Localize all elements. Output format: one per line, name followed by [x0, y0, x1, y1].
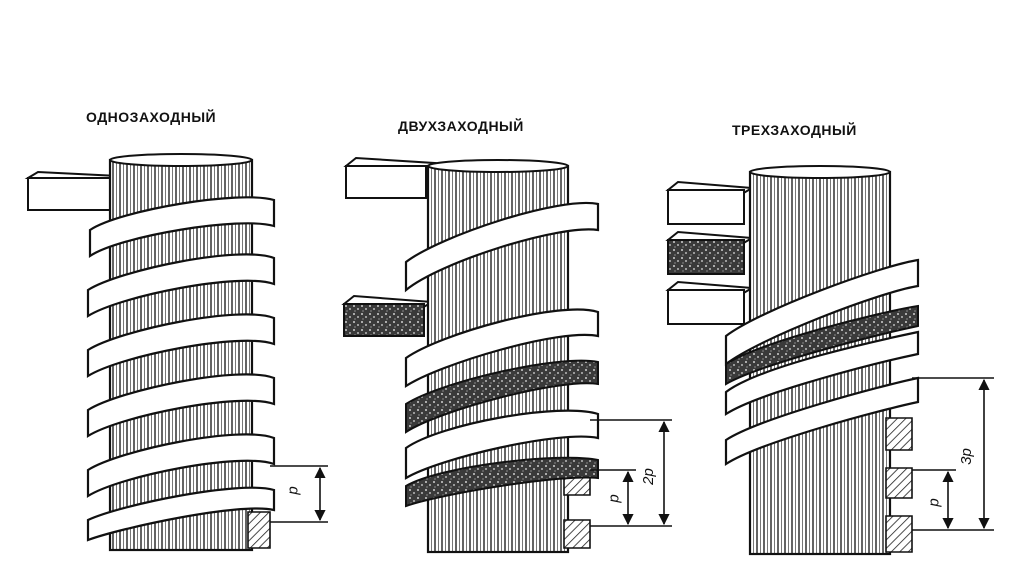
lead-label-double: 2p [639, 468, 657, 485]
thread-section [885, 417, 913, 451]
pitch-label-triple: p [925, 498, 943, 507]
single-start-screw [24, 153, 328, 552]
helix-turns [724, 258, 920, 467]
lead-dimension [590, 419, 672, 527]
feed-bars [665, 180, 756, 325]
lead-label-triple: 3p [957, 448, 975, 465]
title-triple-start: ТРЕХЗАХОДНЫЙ [732, 122, 857, 138]
title-double-start: ДВУХЗАХОДНЫЙ [398, 118, 524, 134]
title-single-start: ОДНОЗАХОДНЫЙ [86, 109, 217, 125]
feed-bar [24, 170, 122, 211]
double-start-screw [341, 156, 672, 554]
feed-bars [341, 156, 437, 337]
helix-turns [86, 196, 276, 542]
pitch-label-double: p [605, 494, 623, 503]
helix-turns [404, 201, 600, 508]
triple-start-screw [665, 165, 994, 556]
thread-section [247, 511, 271, 549]
pitch-dimension [270, 465, 328, 523]
lead-dimension [912, 377, 994, 531]
pitch-label-single: p [284, 486, 302, 495]
